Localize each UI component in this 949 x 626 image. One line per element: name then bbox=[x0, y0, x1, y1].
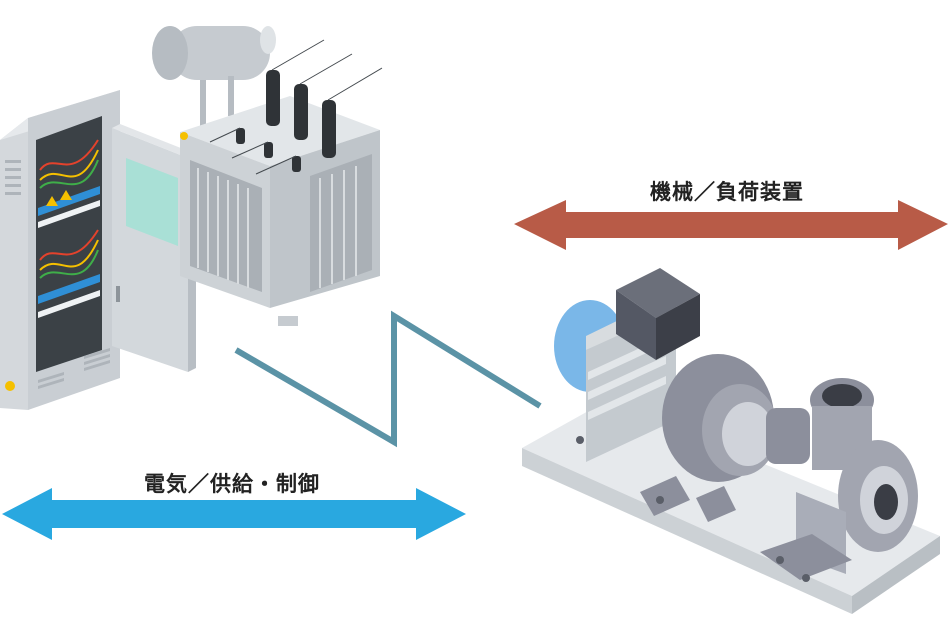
transformer-icon bbox=[152, 26, 383, 326]
motor-pump-icon bbox=[522, 268, 940, 614]
connection-line bbox=[234, 310, 542, 448]
electrical-arrow bbox=[2, 488, 466, 540]
electrical-cabinet-icon bbox=[0, 90, 196, 410]
electrical-label: 電気／供給・制御 bbox=[144, 472, 320, 496]
mechanical-arrow bbox=[514, 200, 948, 250]
mechanical-label: 機械／負荷装置 bbox=[650, 180, 804, 204]
